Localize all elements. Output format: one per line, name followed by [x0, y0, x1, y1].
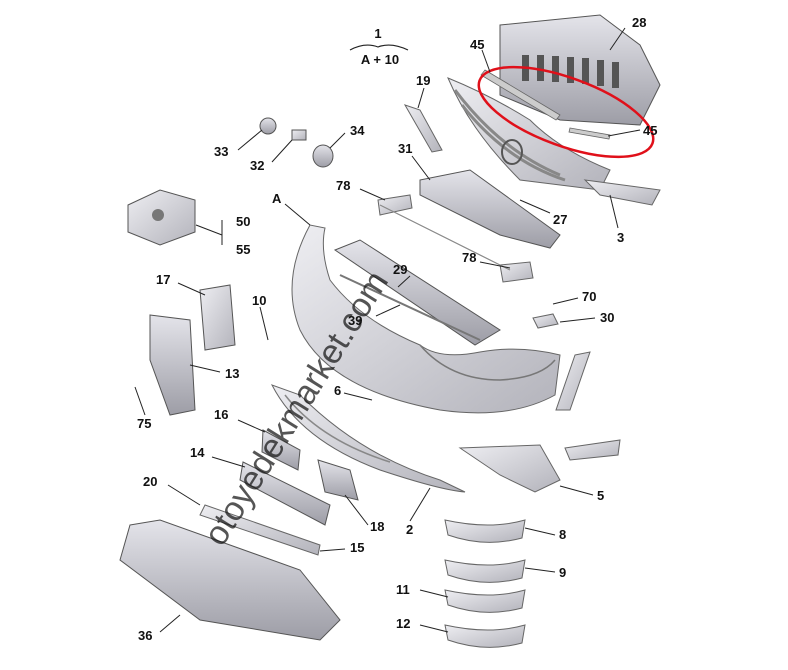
callout-70: 70 — [582, 289, 596, 304]
callout-50: 50 — [236, 214, 250, 229]
callout-31: 31 — [398, 141, 412, 156]
part-3-strip — [583, 179, 661, 206]
callout-9: 9 — [559, 565, 566, 580]
part-2-lower-grille — [270, 384, 466, 493]
callout-33: 33 — [214, 144, 228, 159]
part-39-impact-beam — [333, 239, 501, 346]
leader-lines — [134, 27, 641, 633]
callout-10: 10 — [252, 293, 266, 308]
callout-labels: 28 45 45 19 33 32 34 31 78 27 3 A 50 55 … — [137, 15, 657, 643]
callout-A: A — [272, 191, 282, 206]
callout-45-top: 45 — [470, 37, 484, 52]
callout-28: 28 — [632, 15, 646, 30]
callout-36: 36 — [138, 628, 152, 643]
callout-45-right: 45 — [643, 123, 657, 138]
callout-2: 2 — [406, 522, 413, 537]
callout-11: 11 — [396, 582, 410, 597]
callout-18: 18 — [370, 519, 384, 534]
part-50-55-box — [127, 189, 196, 246]
part-16-14-15-18-grilles — [199, 429, 359, 556]
part-36-undertray — [119, 519, 341, 641]
part-28-front-panel — [499, 14, 661, 126]
callout-17: 17 — [156, 272, 170, 287]
assembly-number: 1 — [374, 26, 381, 41]
assembly-header: 1 A + 10 — [349, 26, 409, 67]
callout-75: 75 — [137, 416, 151, 431]
callout-14: 14 — [190, 445, 205, 460]
callout-32: 32 — [250, 158, 264, 173]
part-78-brackets — [377, 194, 534, 283]
callout-78-middle: 78 — [462, 250, 476, 265]
callout-34: 34 — [350, 123, 365, 138]
callout-29: 29 — [393, 262, 407, 277]
part-5-bezel — [458, 439, 621, 493]
part-17-13-bracket — [149, 284, 236, 416]
callout-55: 55 — [236, 242, 250, 257]
callout-15: 15 — [350, 540, 364, 555]
callout-3: 3 — [617, 230, 624, 245]
highlight-ellipse — [477, 65, 655, 159]
callout-12: 12 — [396, 616, 410, 631]
assembly-range: A + 10 — [361, 52, 399, 67]
callout-30: 30 — [600, 310, 614, 325]
callout-5: 5 — [597, 488, 604, 503]
callout-6: 6 — [334, 383, 341, 398]
part-31-reinforcement — [419, 169, 561, 249]
part-A-bumper-cover — [291, 224, 561, 414]
callout-39: 39 — [348, 313, 362, 328]
part-8-9-11-12-trims — [444, 519, 526, 648]
callout-20: 20 — [143, 474, 157, 489]
callout-27: 27 — [553, 212, 567, 227]
callout-13: 13 — [225, 366, 239, 381]
part-45-trim-strips — [480, 69, 611, 140]
callout-8: 8 — [559, 527, 566, 542]
part-19-trim — [403, 104, 443, 153]
emblem-parts — [259, 117, 334, 168]
part-30-trim — [532, 313, 591, 411]
callout-78-top: 78 — [336, 178, 350, 193]
callout-19: 19 — [416, 73, 430, 88]
callout-16: 16 — [214, 407, 228, 422]
